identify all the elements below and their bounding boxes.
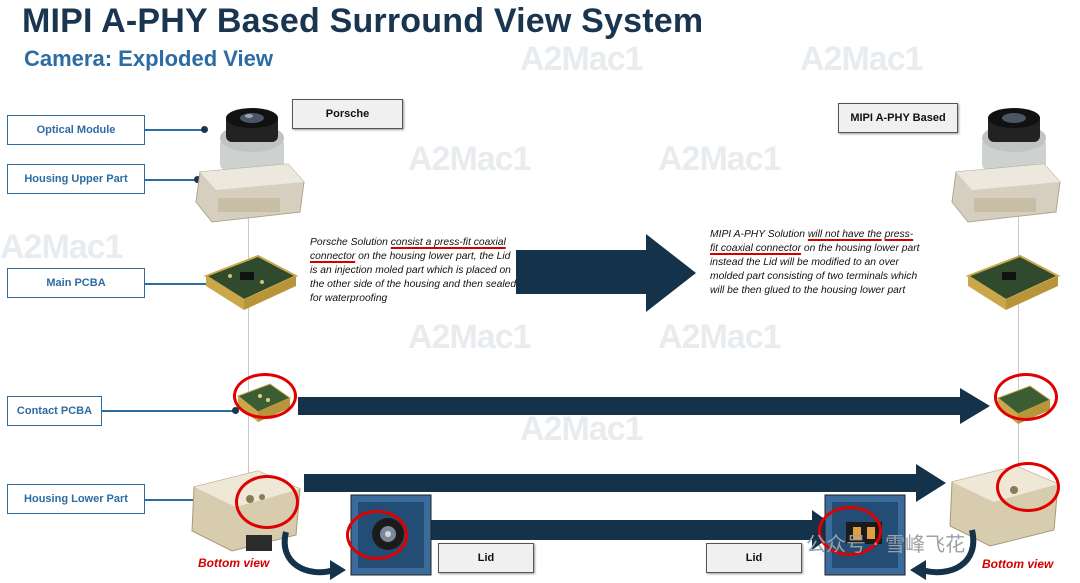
optical-module — [982, 108, 1046, 170]
wechat-watermark: 公众号 · 雪峰飞花 — [806, 532, 966, 556]
highlight-circle — [996, 462, 1060, 512]
leader-line — [145, 283, 209, 285]
note-text: MIPI A-PHY Solution — [710, 229, 808, 240]
leader-dot — [232, 407, 239, 414]
note-highlight: connector — [310, 251, 356, 262]
alignment-line — [1018, 200, 1019, 490]
note-text: on the housing lower part, the Lid is an… — [310, 251, 517, 304]
housing-upper-part — [195, 163, 305, 223]
note-highlight: will not have the — [807, 229, 882, 240]
leader-dot — [201, 126, 208, 133]
watermark: A2Mac1 — [408, 140, 532, 178]
bottom-view-caption-left: Bottom view — [198, 556, 270, 570]
note-text: on the housing lower part instead the Li… — [710, 243, 920, 296]
leader-line — [145, 499, 199, 501]
label-housing-lower-part: Housing Lower Part — [7, 484, 145, 514]
watermark: A2Mac1 — [658, 140, 782, 178]
contact-pcba-arrow — [298, 388, 990, 424]
page-title: MIPI A-PHY Based Surround View System — [22, 2, 704, 40]
leader-line — [102, 410, 236, 412]
tag-mipi-a-phy-based: MIPI A-PHY Based — [838, 103, 958, 133]
alignment-line — [248, 200, 249, 490]
leader-dot — [194, 176, 201, 183]
housing-lower-arrow — [304, 464, 946, 502]
watermark: A2Mac1 — [800, 40, 924, 78]
leader-line — [145, 179, 197, 181]
note-text: Porsche Solution — [310, 237, 391, 248]
highlight-circle — [818, 506, 882, 556]
tag-porsche: Porsche — [292, 99, 403, 129]
watermark: A2Mac1 — [0, 228, 124, 266]
highlight-circle — [233, 373, 297, 419]
label-housing-upper-part: Housing Upper Part — [7, 164, 145, 194]
main-pcba — [203, 254, 299, 310]
tag-lid-left: Lid — [438, 543, 534, 573]
page-subtitle: Camera: Exploded View — [24, 46, 274, 71]
highlight-circle — [346, 510, 408, 560]
watermark: A2Mac1 — [658, 318, 782, 356]
note-highlight: press-fit coaxial connector — [710, 229, 914, 254]
housing-upper-part — [951, 163, 1061, 223]
tag-lid-right: Lid — [706, 543, 802, 573]
label-contact-pcba: Contact PCBA — [7, 396, 102, 426]
bottom-view-caption-right: Bottom view — [982, 557, 1054, 571]
porsche-solution-note: Porsche Solution consist a press-fit coa… — [310, 236, 520, 306]
main-pcba — [965, 254, 1061, 310]
curved-arrow-right — [910, 529, 977, 580]
lid-arrow — [404, 510, 840, 550]
mipi-solution-note: MIPI A-PHY Solution will not have the pr… — [710, 228, 920, 298]
watermark: A2Mac1 — [520, 40, 644, 78]
highlight-circle — [235, 475, 299, 529]
label-optical-module: Optical Module — [7, 115, 145, 145]
curved-arrow-left — [281, 531, 346, 580]
note-highlight: consist a press-fit coaxial — [390, 237, 506, 248]
watermark: A2Mac1 — [408, 318, 532, 356]
highlight-circle — [994, 373, 1058, 421]
label-main-pcba: Main PCBA — [7, 268, 145, 298]
transition-arrow — [516, 234, 696, 312]
leader-line — [145, 129, 205, 131]
optical-module — [220, 108, 284, 170]
